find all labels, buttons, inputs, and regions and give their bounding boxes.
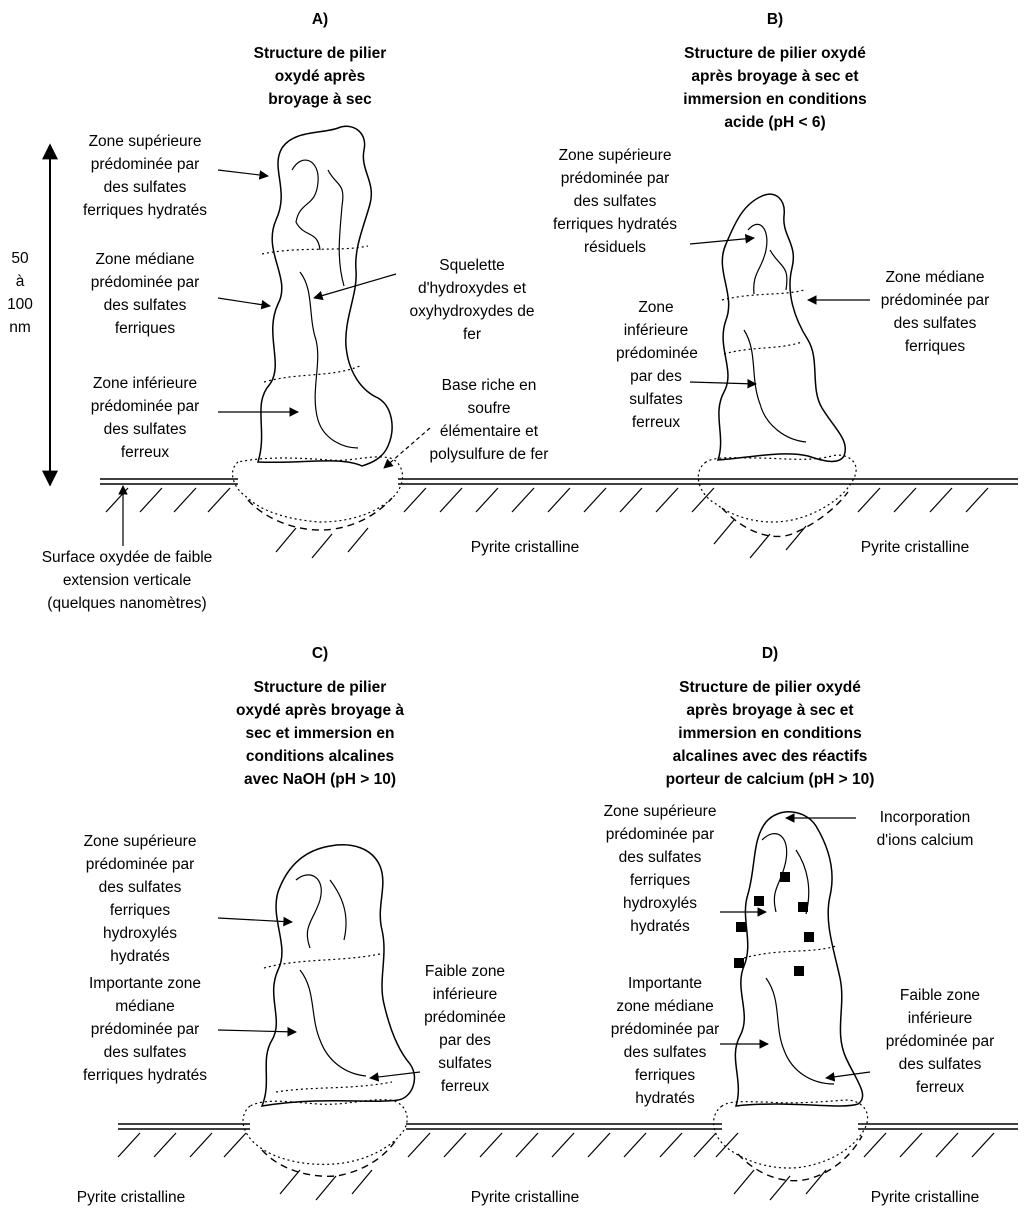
- pillar-inner-c: [295, 874, 367, 1077]
- calcium-ion-markers: [734, 872, 814, 976]
- panel-a-title: Structure de pilier oxydé après broyage …: [253, 45, 387, 108]
- panel-a-substrate-label: Pyrite cristalline: [470, 539, 580, 556]
- panel-b-letter: B): [766, 11, 784, 28]
- panel-a-surface-label: Surface oxydée de faible extension verti…: [41, 549, 213, 612]
- base-bottom-b: [721, 491, 849, 538]
- panel-b-lower-zone-label: Zone inférieure prédominée par des sulfa…: [616, 299, 698, 431]
- zone-divider-b: [721, 289, 805, 355]
- panel-c-middle-zone-label: Importante zone médiane prédominée par d…: [82, 975, 208, 1084]
- pillar-inner-b: [743, 223, 807, 443]
- base-blob-c: [242, 1099, 408, 1165]
- panel-c-lower-zone-label: Faible zone inférieure prédominée par de…: [424, 963, 506, 1095]
- panel-a-upper-zone-label: Zone supérieure prédominée par des sulfa…: [82, 133, 208, 219]
- pillar-outline-d: [734, 811, 864, 1107]
- panel-d-upper-zone-label: Zone supérieure prédominée par des sulfa…: [603, 803, 717, 935]
- hatching-c: [117, 1132, 717, 1201]
- base-bottom-d: [737, 1135, 863, 1182]
- panel-c-drawing: [117, 844, 722, 1201]
- base-blob-d: [713, 1099, 869, 1169]
- panel-a-middle-zone-label: Zone médiane prédominée par des sulfates…: [90, 251, 200, 337]
- panel-a-skeleton-label: Squelette d'hydroxydes et oxyhydroxydes …: [409, 257, 535, 343]
- panel-c-title: Structure de pilier oxydé après broyage …: [236, 679, 404, 788]
- panel-a-letter: A): [311, 11, 329, 28]
- panel-d-substrate-label: Pyrite cristalline: [870, 1189, 980, 1206]
- pillar-outline-a: [256, 125, 393, 467]
- panel-d-calcium-label: Incorporation d'ions calcium: [876, 809, 974, 849]
- panel-c-letter: C): [311, 645, 329, 662]
- panel-c-upper-zone-label: Zone supérieure prédominée par des sulfa…: [83, 833, 197, 965]
- panel-a-lower-zone-label: Zone inférieure prédominée par des sulfa…: [90, 375, 200, 461]
- panel-b-upper-zone-label: Zone supérieure prédominée par des sulfa…: [552, 147, 678, 256]
- panel-d-middle-zone-label: Importante zone médiane prédominée par d…: [610, 975, 720, 1107]
- hatching-b: [691, 487, 989, 559]
- surface-lines-a: [100, 478, 850, 485]
- panel-b-drawing: [689, 193, 1018, 559]
- base-blob-b: [697, 454, 857, 523]
- panel-b-substrate-label: Pyrite cristalline: [860, 539, 970, 556]
- scale-label: 50 à 100 nm: [7, 250, 33, 336]
- panel-c-substrate-left-label: Pyrite cristalline: [76, 1189, 186, 1206]
- pillar-inner-a: [291, 159, 359, 449]
- panel-a-drawing: [42, 125, 850, 559]
- zone-divider-a: [261, 245, 369, 383]
- pillar-outline-b: [716, 193, 847, 463]
- panel-b-title: Structure de pilier oxydé après broyage …: [683, 45, 867, 131]
- panel-b-middle-zone-label: Zone médiane prédominée par des sulfates…: [880, 269, 990, 355]
- panel-d-letter: D): [761, 645, 779, 662]
- zone-divider-d: [743, 945, 837, 959]
- hatching-d: [715, 1132, 995, 1201]
- base-bottom-a: [247, 497, 393, 531]
- surface-lines-d: [858, 1123, 1018, 1130]
- panel-c-substrate-mid-label: Pyrite cristalline: [470, 1189, 580, 1206]
- zone-divider-c: [263, 953, 393, 1093]
- panel-d-title: Structure de pilier oxydé après broyage …: [665, 679, 875, 788]
- pillar-outline-c: [260, 844, 416, 1107]
- pillar-inner-d: [761, 833, 835, 1085]
- panel-d-drawing: [713, 811, 1018, 1201]
- base-bottom-c: [261, 1139, 397, 1177]
- base-blob-a: [231, 456, 404, 523]
- panel-d-lower-zone-label: Faible zone inférieure prédominée par de…: [885, 987, 995, 1096]
- panel-a-base-label: Base riche en soufre élémentaire et poly…: [429, 377, 549, 463]
- surface-lines-b: [850, 478, 1018, 485]
- surface-lines-c: [118, 1123, 722, 1130]
